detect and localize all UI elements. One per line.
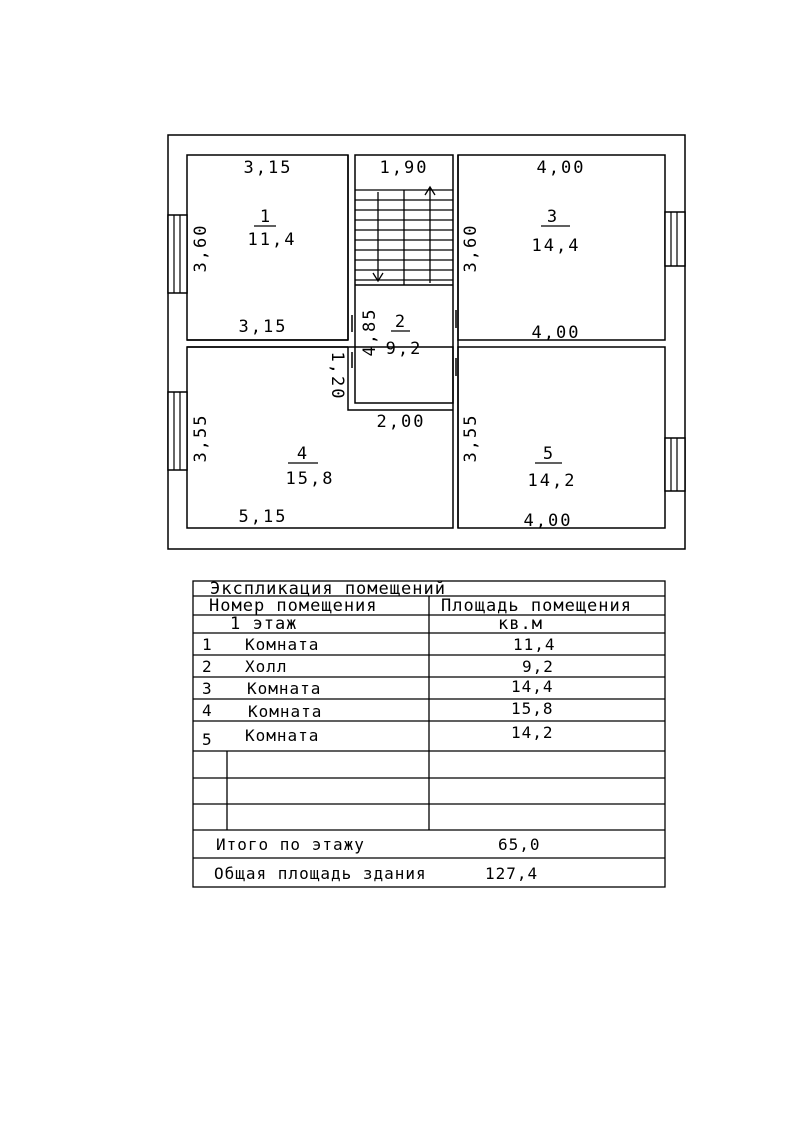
row-name: Комната [248, 702, 322, 721]
row-name: Комната [245, 635, 319, 654]
row-number: 3 [202, 679, 213, 698]
row-number: 5 [202, 730, 213, 749]
room-4-number: 4 [297, 444, 307, 464]
floor-total-value: 65,0 [498, 835, 541, 854]
outer-wall [167, 134, 686, 550]
row-area: 14,2 [511, 723, 554, 742]
dim-room3-bottom: 4,00 [532, 323, 581, 343]
hall-outline [354, 154, 454, 404]
dim-room1-side: 3,60 [191, 224, 211, 273]
hall-step-outline [347, 347, 453, 411]
table-row: 4 Комната 15,8 [202, 699, 554, 721]
building-total-value: 127,4 [485, 864, 538, 883]
dim-hall-step: 1,20 [327, 352, 347, 401]
table-row: 1 Комната 11,4 [202, 635, 556, 654]
window [664, 211, 686, 267]
explication-table [192, 580, 666, 888]
room-1-area: 11,4 [248, 230, 297, 250]
dim-stair-top: 1,90 [380, 158, 429, 178]
table-title: Экспликация помещений [210, 579, 446, 599]
dim-room5-bottom: 4,00 [524, 511, 573, 531]
dim-room3-side: 3,60 [461, 224, 481, 273]
dim-room4-bottom: 5,15 [239, 507, 288, 527]
row-number: 1 [202, 635, 213, 654]
dim-room1-top: 3,15 [244, 158, 293, 178]
col-area-header: Площадь помещения [441, 596, 632, 616]
room-2-area: 9,2 [386, 339, 423, 359]
staircase [355, 185, 453, 285]
floor-label: 1 этаж [230, 614, 297, 634]
row-area: 9,2 [522, 657, 554, 676]
window [664, 437, 686, 492]
dim-room3-top: 4,00 [537, 158, 586, 178]
table-row: 2 Холл 9,2 [202, 657, 554, 676]
table-row: 3 Комната 14,4 [202, 677, 554, 698]
building-total-label: Общая площадь здания [214, 864, 427, 883]
unit-label: кв.м [498, 614, 543, 634]
row-area: 14,4 [511, 677, 554, 696]
row-area: 11,4 [513, 635, 556, 654]
window [167, 214, 188, 294]
row-number: 2 [202, 657, 213, 676]
row-name: Холл [245, 657, 288, 676]
room-5-outline [457, 346, 666, 529]
table-row: 5 Комната 14,2 [202, 723, 554, 749]
dim-hall-side: 4,85 [360, 308, 380, 357]
row-name: Комната [247, 679, 321, 698]
row-name: Комната [245, 726, 319, 745]
room-4-outline [186, 346, 454, 529]
room-2-number: 2 [395, 312, 405, 332]
floor-total-label: Итого по этажу [216, 835, 365, 854]
room-4-area: 15,8 [286, 469, 335, 489]
room-5-area: 14,2 [528, 471, 577, 491]
dim-room4-side: 3,55 [191, 414, 211, 463]
room-1-number: 1 [260, 207, 270, 227]
dim-room1-bottom: 3,15 [239, 317, 288, 337]
row-number: 4 [202, 701, 213, 720]
room-3-area: 14,4 [532, 236, 581, 256]
dim-hall-bottom: 2,00 [377, 412, 426, 432]
window [167, 391, 188, 471]
room-3-number: 3 [547, 207, 557, 227]
dim-room5-side: 3,55 [461, 414, 481, 463]
room-5-number: 5 [543, 444, 553, 464]
row-area: 15,8 [511, 699, 554, 718]
col-number-header: Номер помещения [209, 596, 378, 616]
